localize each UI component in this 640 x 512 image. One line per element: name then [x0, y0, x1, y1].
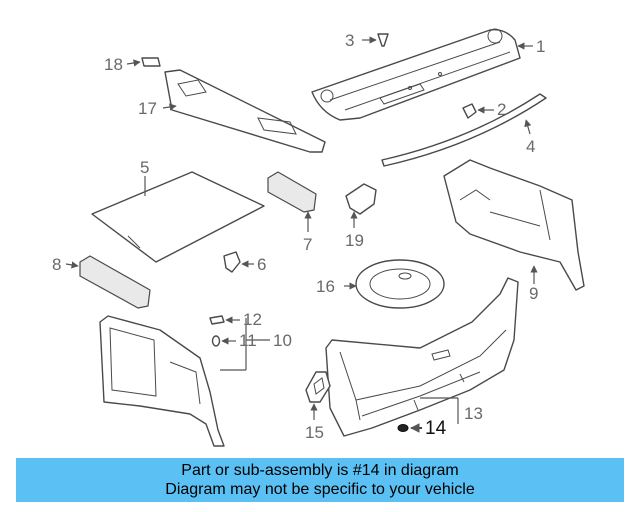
callout-13: 13 — [464, 404, 483, 423]
callout-15: 15 — [305, 423, 324, 442]
callout-4: 4 — [526, 137, 535, 156]
bracket-part-19[interactable] — [345, 183, 377, 215]
callout-11: 11 — [239, 331, 257, 350]
floor-mat-part[interactable] — [91, 171, 265, 263]
callout-5: 5 — [140, 158, 149, 177]
package-tray-part[interactable] — [311, 28, 521, 121]
parts-diagram: 1 3 2 4 18 17 5 7 19 — [52, 28, 585, 447]
callout-9: 9 — [529, 284, 538, 303]
callout-14: 14 — [425, 418, 447, 439]
clip-part-18[interactable] — [141, 57, 161, 67]
banner-line-2: Diagram may not be specific to your vehi… — [165, 481, 475, 498]
callout-1: 1 — [536, 37, 545, 56]
callout-17: 17 — [138, 99, 157, 118]
callout-16: 16 — [316, 277, 335, 296]
rear-panel-trim-part[interactable] — [164, 69, 326, 153]
callout-2: 2 — [497, 100, 506, 119]
fastener-part-14[interactable] — [397, 424, 409, 432]
callout-7: 7 — [303, 235, 312, 254]
quarter-trim-right-part[interactable] — [443, 159, 585, 291]
callout-8: 8 — [52, 255, 61, 274]
grommet-part-11[interactable] — [211, 335, 221, 347]
rear-sill-plate-part[interactable] — [325, 277, 519, 437]
callout-3: 3 — [345, 31, 354, 50]
handle-cover-part-15[interactable] — [305, 371, 331, 403]
side-insert-part-7[interactable] — [267, 171, 317, 213]
callout-10: 10 — [273, 331, 292, 350]
callout-19: 19 — [345, 231, 364, 250]
callout-12: 12 — [243, 310, 262, 329]
bracket-part-2[interactable] — [462, 103, 477, 119]
weatherstrip-part[interactable] — [381, 93, 547, 167]
clip-part-12[interactable] — [209, 315, 225, 325]
clip-part-3[interactable] — [377, 33, 389, 47]
quarter-trim-left-part[interactable] — [99, 315, 225, 447]
clip-part-6[interactable] — [223, 251, 241, 273]
info-banner: Part or sub-assembly is #14 in diagram D… — [16, 458, 624, 502]
callout-18: 18 — [104, 55, 123, 74]
step-panel-part-8[interactable] — [79, 255, 151, 309]
spare-tire-cover-part[interactable] — [355, 259, 445, 309]
banner-line-1: Part or sub-assembly is #14 in diagram — [181, 462, 459, 479]
callout-6: 6 — [257, 255, 266, 274]
